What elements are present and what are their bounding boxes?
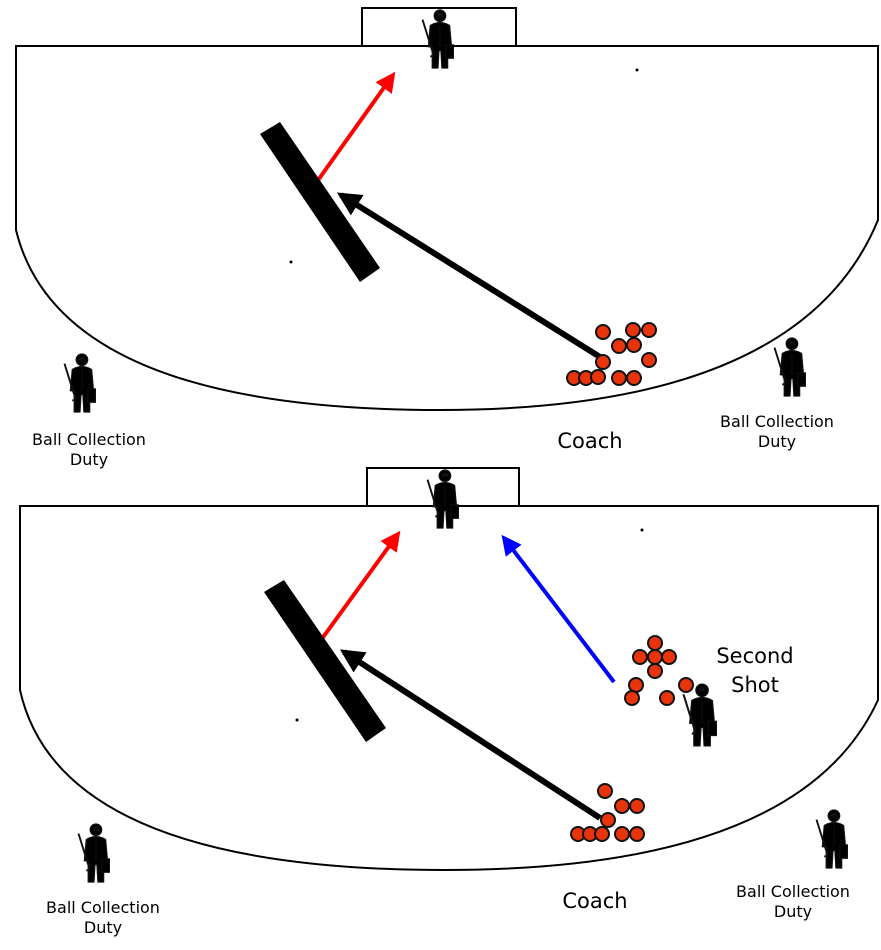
top-right-label-line2: Duty — [757, 432, 797, 451]
hockey-ball-icon — [678, 677, 694, 693]
bottom-right-label-line2: Duty — [773, 902, 813, 921]
bottom-right-label-line1: Ball Collection — [736, 882, 850, 901]
hockey-ball-icon — [611, 370, 627, 386]
hockey-ball-icon — [641, 322, 657, 338]
bottom-coach-label: Coach — [562, 889, 628, 913]
top-shooting-circle — [15, 45, 879, 412]
bottom-second-shot-arrow — [501, 534, 616, 684]
top-left-label: Ball Collection Duty — [14, 430, 164, 470]
hockey-ball-icon — [614, 798, 630, 814]
top-left-defender-icon — [63, 352, 97, 414]
top-right-label: Ball Collection Duty — [700, 412, 854, 452]
bottom-shot-arrow — [319, 530, 401, 642]
bottom-left-label-line2: Duty — [83, 918, 123, 937]
bottom-balls — [570, 783, 645, 842]
hockey-ball-icon — [626, 337, 642, 353]
hockey-ball-icon — [629, 798, 645, 814]
hockey-ball-icon — [629, 826, 645, 842]
hockey-ball-icon — [647, 649, 663, 665]
hockey-ball-icon — [626, 370, 642, 386]
bottom-shooting-circle — [19, 505, 879, 872]
hockey-ball-icon — [600, 812, 616, 828]
hockey-ball-icon — [625, 322, 641, 338]
bottom-goalkeeper-icon — [426, 468, 460, 530]
top-left-label-line2: Duty — [69, 450, 109, 469]
bottom-right-defender-icon — [815, 808, 849, 870]
hockey-ball-icon — [647, 635, 663, 651]
top-right-defender-icon — [773, 336, 807, 398]
hockey-ball-icon — [614, 826, 630, 842]
top-coach-label: Coach — [557, 429, 623, 453]
hockey-ball-icon — [595, 324, 611, 340]
hockey-ball-icon — [641, 352, 657, 368]
top-right-label-line1: Ball Collection — [720, 412, 834, 431]
hockey-ball-icon — [597, 783, 613, 799]
second-shot-label-line2: Shot — [731, 673, 779, 698]
hockey-ball-icon — [647, 663, 663, 679]
hockey-ball-icon — [628, 677, 644, 693]
hockey-ball-icon — [624, 690, 640, 706]
top-field — [15, 7, 879, 414]
hockey-ball-icon — [632, 649, 648, 665]
hockey-ball-icon — [594, 826, 610, 842]
hockey-ball-icon — [590, 369, 606, 385]
bottom-left-label: Ball Collection Duty — [28, 898, 178, 938]
bottom-right-label: Ball Collection Duty — [716, 882, 870, 922]
top-left-label-line1: Ball Collection — [32, 430, 146, 449]
second-shot-balls — [624, 635, 694, 706]
top-goalkeeper-icon — [421, 8, 455, 70]
hockey-ball-icon — [611, 338, 627, 354]
hockey-ball-icon — [595, 354, 611, 370]
bottom-rebound-board — [264, 580, 386, 742]
top-balls — [566, 322, 657, 386]
bottom-left-defender-icon — [77, 822, 111, 884]
hockey-ball-icon — [661, 649, 677, 665]
bottom-field — [19, 467, 879, 884]
top-rebound-board — [260, 122, 380, 282]
second-shot-label: Second Shot — [700, 642, 810, 701]
top-shot-arrow — [314, 71, 396, 185]
second-shot-label-line1: Second — [716, 644, 794, 668]
bottom-pass-arrow — [339, 649, 602, 821]
top-pass-arrow — [336, 192, 602, 360]
bottom-left-label-line1: Ball Collection — [46, 898, 160, 917]
hockey-ball-icon — [659, 690, 675, 706]
